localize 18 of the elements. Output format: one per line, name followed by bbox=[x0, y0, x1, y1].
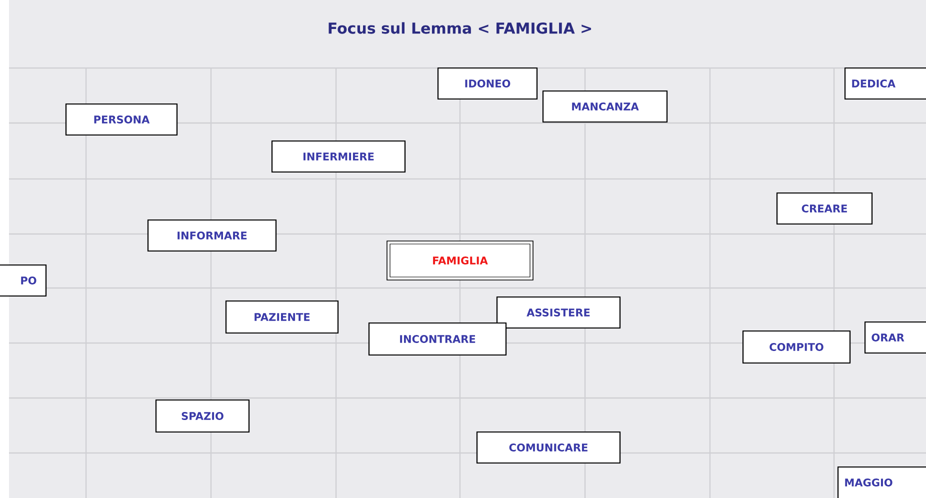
word-box: PAZIENTE bbox=[225, 300, 339, 334]
chart-title: Focus sul Lemma < FAMIGLIA > bbox=[328, 22, 592, 34]
word-box: PO bbox=[0, 264, 47, 297]
word-box: DEDICA bbox=[844, 67, 926, 100]
word-box: ASSISTERE bbox=[496, 296, 621, 329]
word-box: INCONTRARE bbox=[368, 322, 507, 356]
word-box: SPAZIO bbox=[155, 399, 250, 433]
word-box: CREARE bbox=[776, 192, 873, 225]
word-box: ORAR bbox=[864, 321, 926, 354]
word-box: FAMIGLIA bbox=[386, 240, 534, 280]
word-box: MAGGIO bbox=[837, 466, 926, 498]
word-box: INFERMIERE bbox=[271, 140, 406, 173]
word-box: MANCANZA bbox=[542, 90, 668, 123]
word-box: COMPITO bbox=[742, 330, 851, 364]
word-box: IDONEO bbox=[437, 67, 538, 100]
word-box: COMUNICARE bbox=[476, 431, 621, 464]
word-box: PERSONA bbox=[65, 103, 178, 136]
word-box: INFORMARE bbox=[147, 219, 277, 252]
